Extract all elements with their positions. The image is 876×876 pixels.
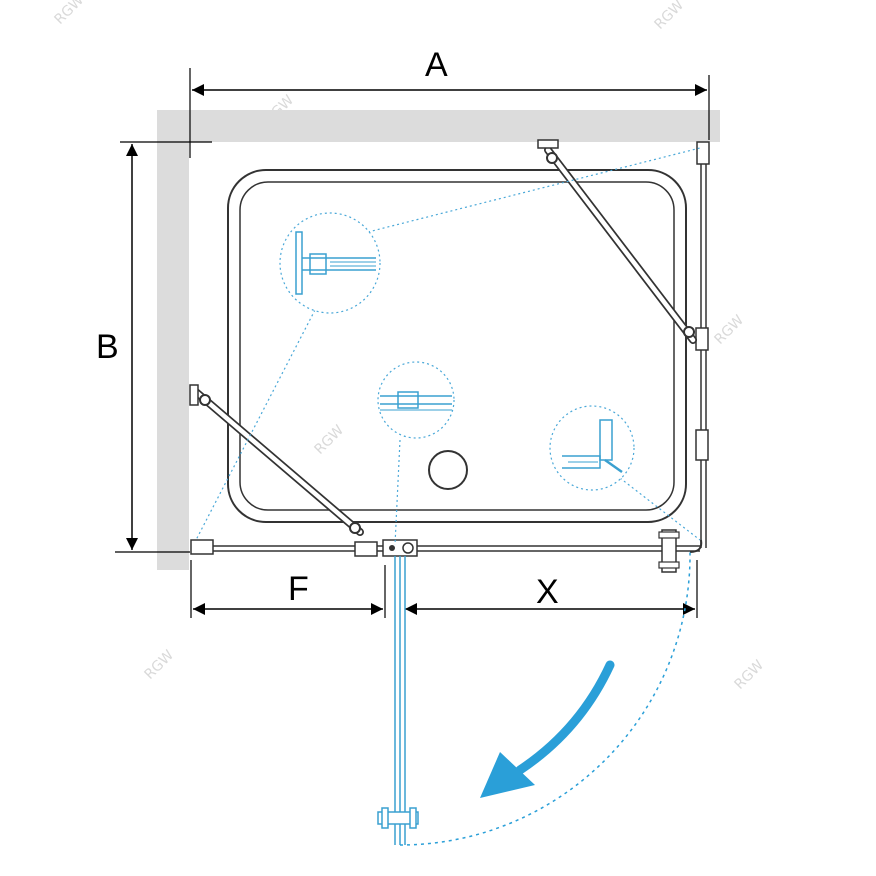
watermark-4: RGW — [732, 657, 768, 693]
label-f: F — [288, 570, 309, 608]
swing-direction-arrow — [480, 660, 615, 798]
front-fixed-panel — [190, 529, 700, 573]
label-x: X — [536, 573, 559, 611]
right-low-clamp — [695, 429, 709, 461]
stabilizer-bar-left — [189, 384, 364, 536]
watermark-5: RGW — [52, 0, 88, 28]
watermark-6: RGW — [652, 0, 688, 33]
right-glass-panel — [689, 141, 710, 553]
dimension-f: F — [190, 560, 386, 618]
right-top-profile — [696, 141, 710, 165]
front-right-profile — [354, 541, 378, 557]
detail-magnetic-seal — [549, 405, 635, 491]
top-wall — [157, 110, 720, 142]
open-door — [377, 556, 419, 845]
detail-top-profile — [279, 212, 381, 314]
left-wall — [157, 110, 189, 570]
handle-knob-bottom — [658, 561, 680, 569]
detail-door-seal — [377, 361, 455, 439]
leader-lines — [195, 147, 701, 546]
stabilizer-bar-top — [537, 139, 697, 344]
front-left-profile — [190, 539, 214, 555]
watermark-2: RGW — [312, 422, 348, 458]
dimension-x: X — [405, 560, 698, 618]
drain — [428, 450, 468, 490]
tray-inner — [239, 181, 675, 511]
right-mid-clamp — [695, 327, 709, 351]
watermark-3: RGW — [142, 647, 178, 683]
tray-outer — [227, 169, 687, 523]
door-hinge — [382, 539, 418, 557]
label-b: B — [96, 328, 119, 366]
handle-knob-top — [658, 531, 680, 539]
dimension-b: B — [96, 141, 212, 553]
corner-connector — [689, 539, 703, 553]
dimension-a: A — [189, 46, 710, 158]
walls — [157, 110, 720, 570]
watermark-7: RGW — [712, 312, 748, 348]
label-a: A — [425, 46, 448, 84]
shower-tray — [227, 169, 687, 523]
